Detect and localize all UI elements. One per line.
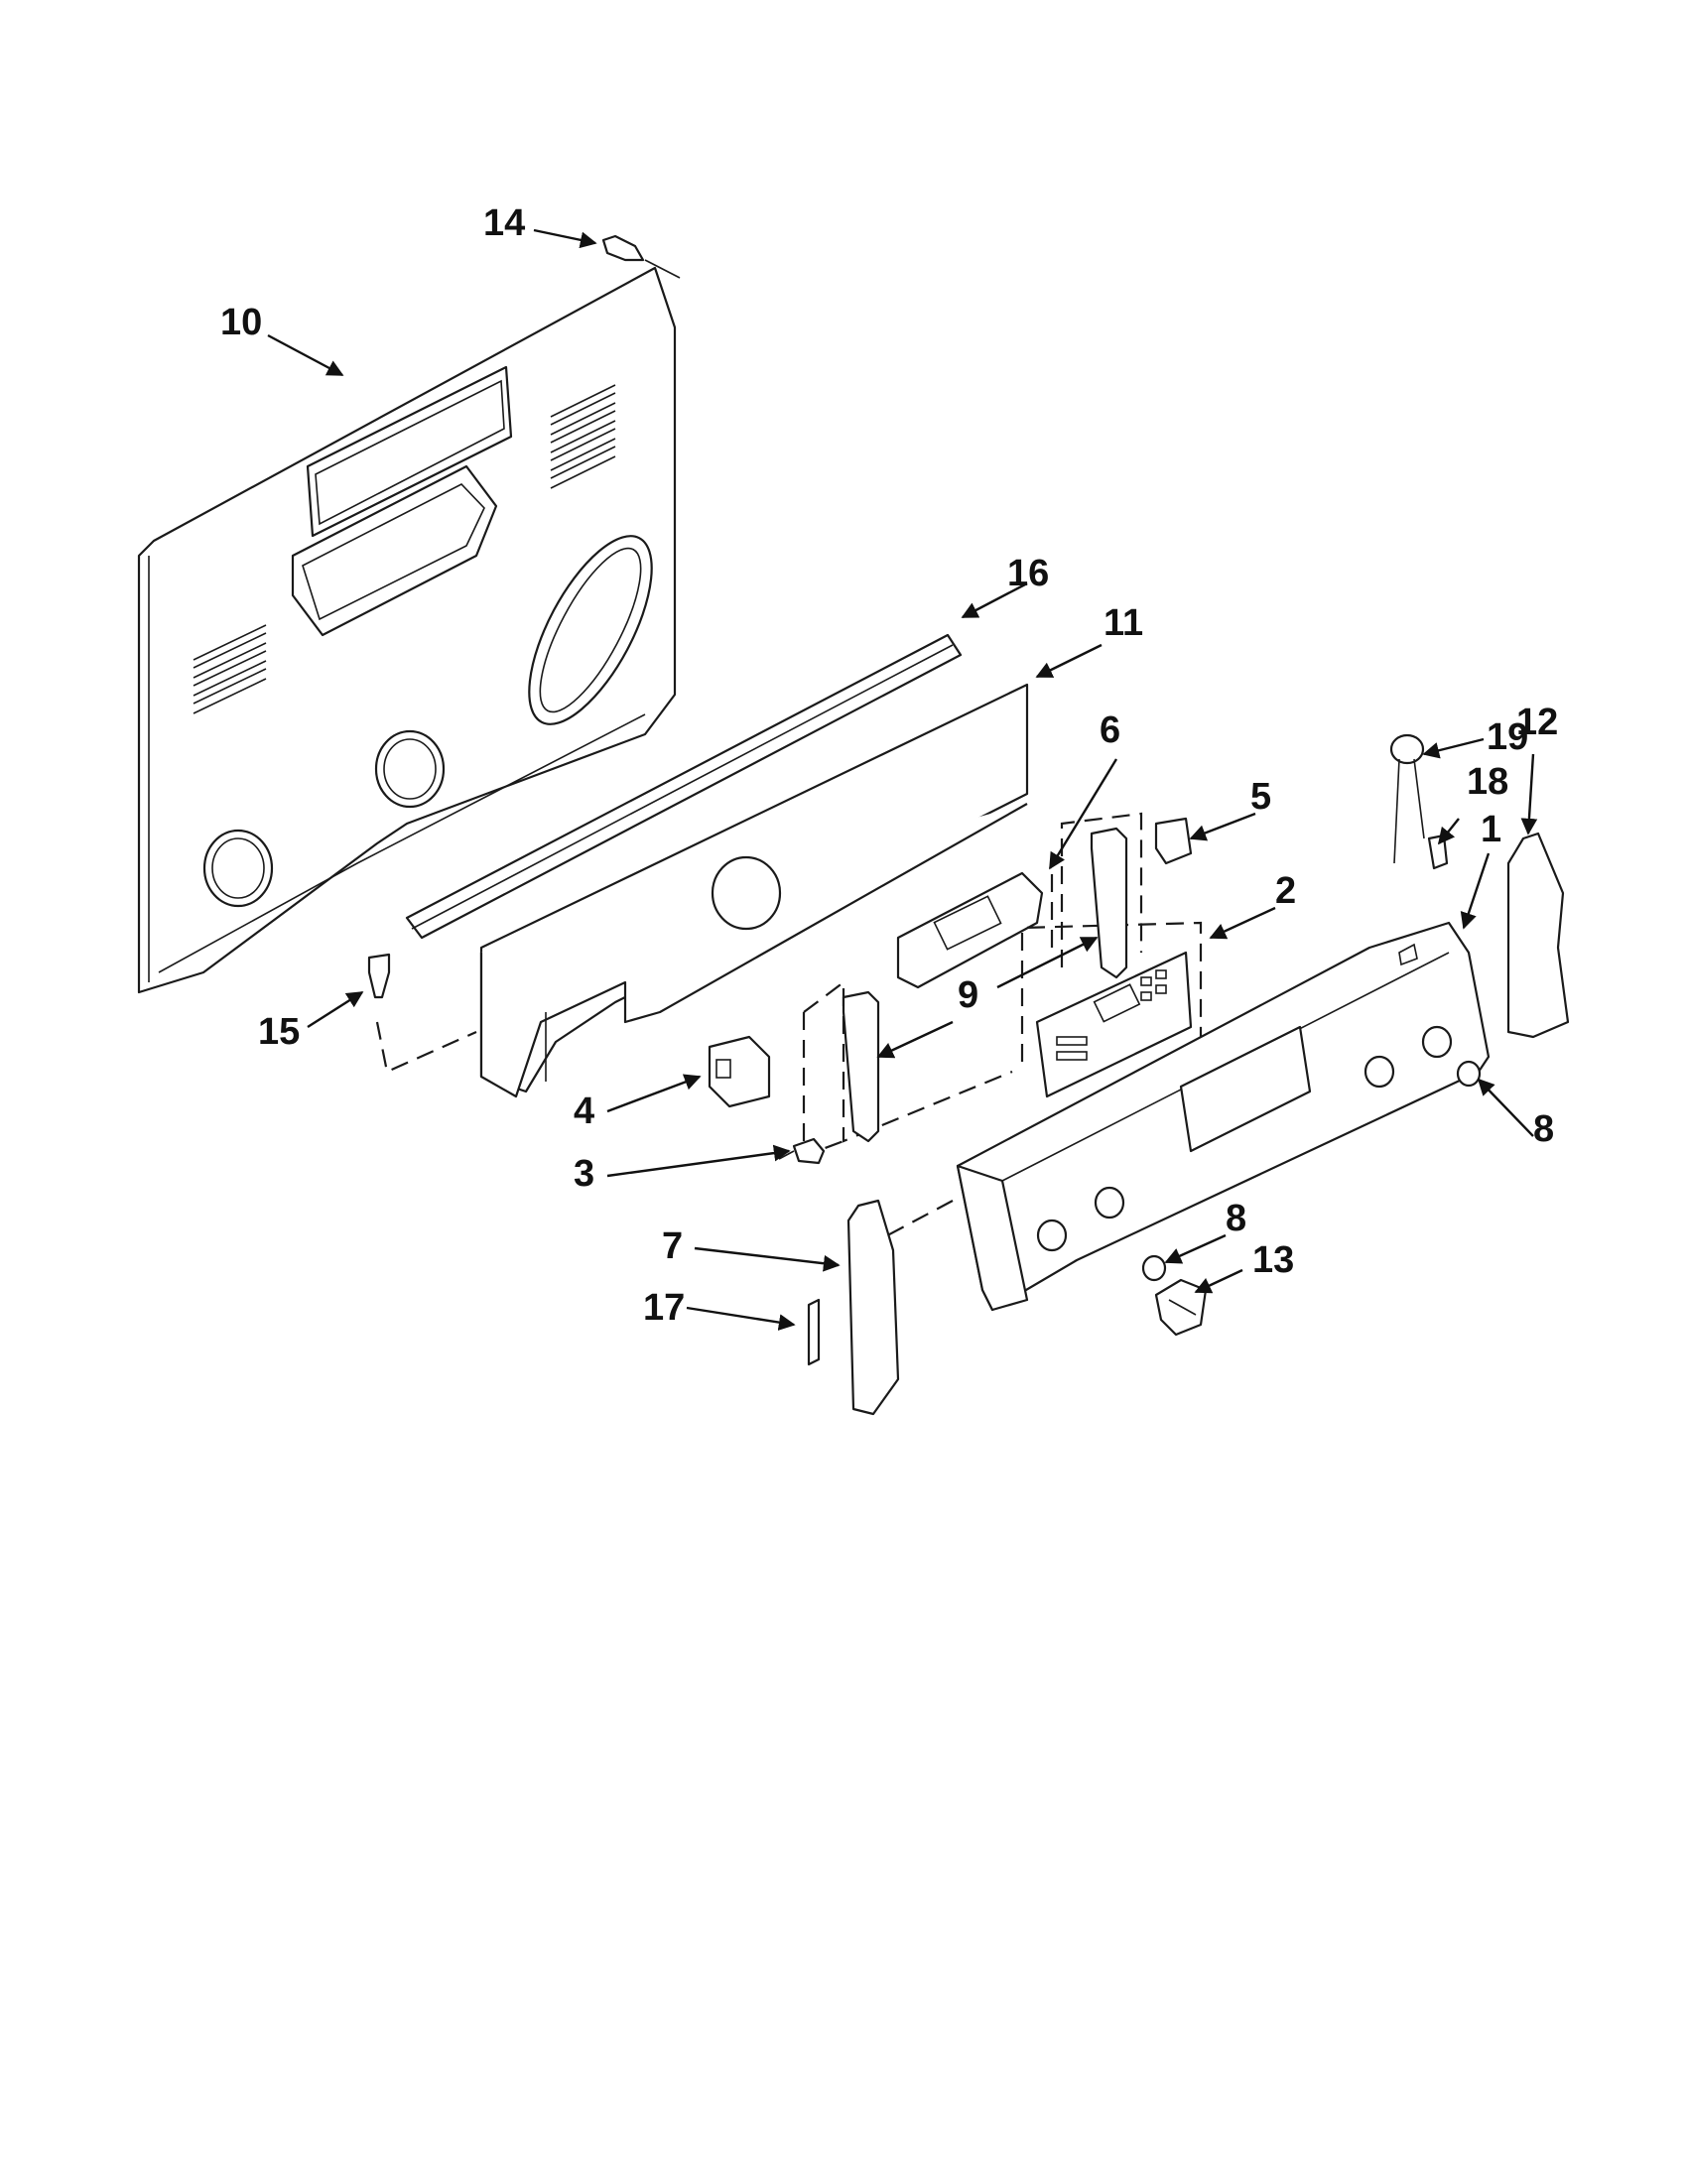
side-bracket-part-9 [842, 827, 1128, 1143]
callout-11: 11 [1104, 602, 1143, 644]
callout-8-lower: 8 [1226, 1198, 1246, 1239]
callout-4: 4 [574, 1091, 594, 1132]
strip-part-16 [405, 633, 963, 940]
knob-part-13 [1154, 1278, 1208, 1337]
keypad-part-2 [1035, 951, 1193, 1098]
rear-panel-part-10 [137, 266, 677, 994]
callout-2: 2 [1275, 870, 1296, 912]
callout-16: 16 [1007, 553, 1049, 594]
callout-14: 14 [483, 202, 525, 244]
console-part-1 [956, 921, 1491, 1312]
callout-12: 12 [1516, 702, 1558, 743]
end-bracket-part-7 [846, 1199, 900, 1416]
callout-3: 3 [574, 1153, 594, 1195]
lamp-part-18 [1427, 834, 1449, 870]
screw-part-15 [367, 953, 391, 999]
control-board-part-6 [896, 871, 1044, 989]
callout-8-right: 8 [1533, 1108, 1554, 1150]
callout-18: 18 [1467, 761, 1508, 803]
callout-10: 10 [220, 302, 262, 343]
clip-part-17 [807, 1298, 821, 1366]
callout-labels: 14 10 16 11 6 5 2 9 19 18 1 12 8 15 4 3 … [220, 202, 1558, 1329]
callout-5: 5 [1250, 776, 1271, 818]
callout-7: 7 [662, 1225, 683, 1267]
callout-17: 17 [643, 1287, 685, 1329]
end-bracket-part-12 [1506, 832, 1570, 1039]
callout-19: 19 [1487, 716, 1528, 758]
callout-1: 1 [1481, 809, 1501, 850]
relay-part-5 [1154, 817, 1193, 865]
callout-13: 13 [1252, 1239, 1294, 1281]
sensor-part-19 [1389, 733, 1425, 864]
callout-15: 15 [258, 1011, 300, 1053]
plug-part-8 [1141, 1060, 1482, 1282]
switch-part-4 [708, 1035, 771, 1108]
screw-part-14 [601, 234, 681, 279]
bracket-part-11 [479, 683, 1029, 1098]
leader-lines [267, 228, 1538, 1331]
callout-6: 6 [1100, 709, 1120, 751]
callout-9: 9 [958, 974, 978, 1016]
